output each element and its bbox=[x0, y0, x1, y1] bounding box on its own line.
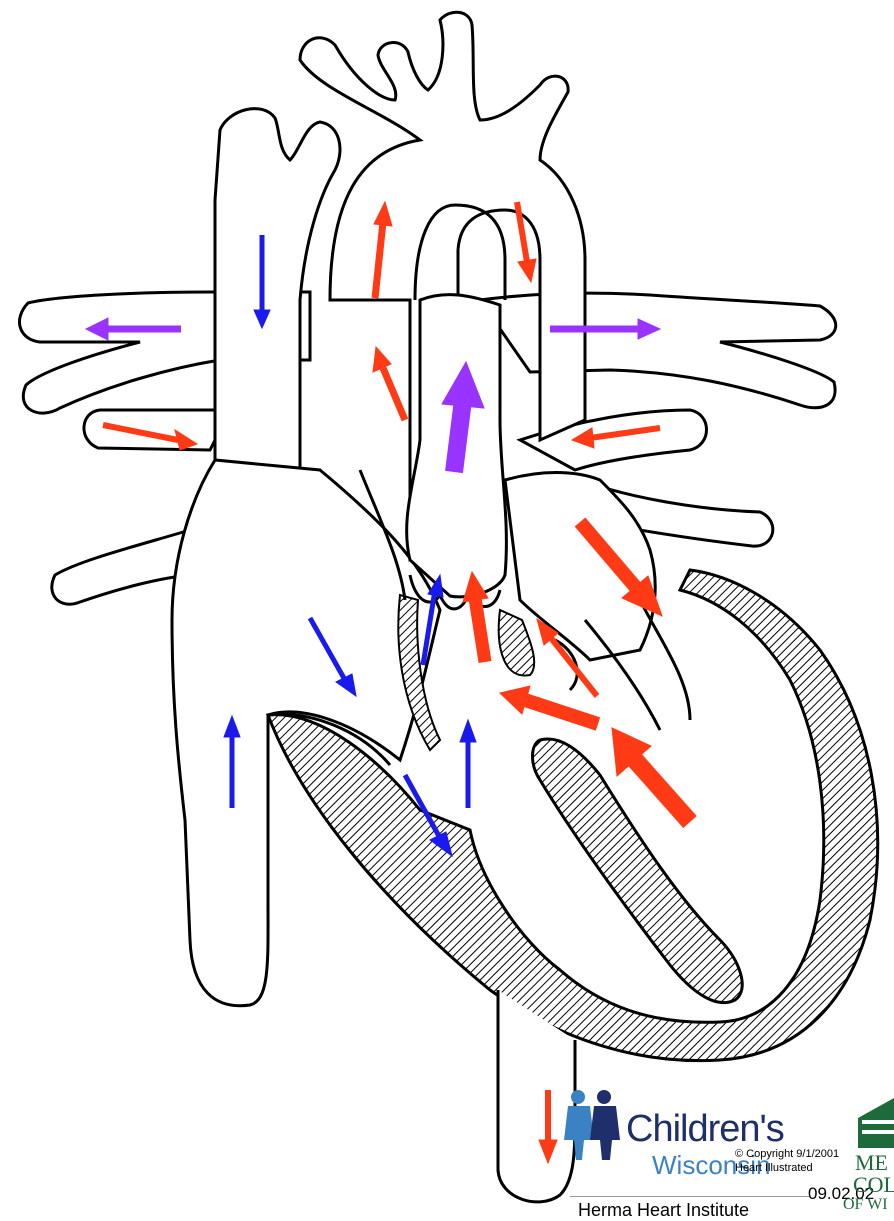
interventricular-septum bbox=[533, 739, 743, 1003]
copyright-credit: Heart Illustrated bbox=[735, 1162, 813, 1174]
mitral-valve-flap bbox=[499, 610, 534, 676]
superior-vena-cava bbox=[215, 109, 340, 520]
brand-name: Children's bbox=[626, 1108, 784, 1151]
copyright-text: © Copyright 9/1/2001 bbox=[735, 1148, 839, 1160]
college-building-icon bbox=[858, 1098, 894, 1148]
red-arrow-lv-up bbox=[612, 728, 690, 822]
blue-arrow-rv-up bbox=[460, 720, 476, 808]
red-arrow-lv-to-septum bbox=[500, 686, 598, 724]
logo-divider bbox=[570, 1196, 810, 1197]
college-text-line2: COL bbox=[853, 1172, 894, 1198]
red-arrow-asc-aorta-lower bbox=[373, 347, 405, 420]
left-pulmonary-vein-upper bbox=[84, 410, 230, 450]
college-text-line3: OF WI bbox=[843, 1196, 888, 1214]
left-pulmonary-vein-lower bbox=[52, 530, 190, 604]
institute-name: Herma Heart Institute bbox=[578, 1200, 749, 1221]
right-pulmonary-artery bbox=[480, 293, 836, 408]
